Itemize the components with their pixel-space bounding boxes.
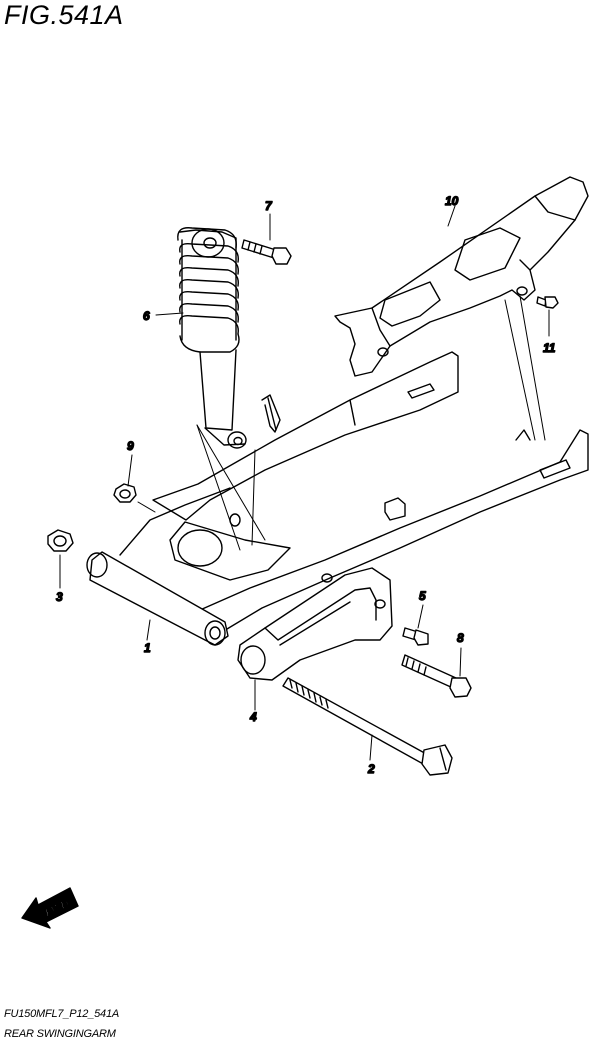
bolt-8-part[interactable] (401, 654, 472, 698)
figure-code: FU150MFL7_P12_541A (4, 1008, 120, 1020)
figure-name: REAR SWINGINGARM (4, 1028, 116, 1040)
callout-9: 9 (127, 439, 134, 453)
pivot-bolt-part[interactable] (282, 677, 453, 776)
callout-6: 6 (143, 309, 150, 323)
chain-adjuster-bracket-part[interactable] (237, 567, 393, 681)
fwd-direction-arrow-icon: FWD (21, 887, 79, 929)
assembly-leader-lines (196, 295, 546, 551)
callout-1: 1 (144, 641, 151, 655)
chain-case-part[interactable] (334, 176, 589, 377)
bolt-5-part[interactable] (402, 627, 429, 646)
callout-2: 2 (367, 762, 375, 776)
callout-3: 3 (56, 590, 63, 604)
callout-7: 7 (265, 199, 273, 213)
callout-4: 4 (249, 710, 257, 724)
nut-9-part[interactable] (113, 483, 137, 503)
bolt-11-part[interactable] (536, 296, 559, 309)
swing-arm-part[interactable] (86, 351, 589, 646)
callout-8: 8 (457, 631, 464, 645)
callout-5: 5 (419, 589, 426, 603)
figure-title: FIG.541A (4, 0, 124, 30)
callout-leaders (59, 205, 550, 761)
bolt-7-part[interactable] (241, 239, 292, 265)
callout-11: 11 (543, 341, 556, 355)
callout-10: 10 (445, 194, 459, 208)
rear-shock-absorber-part[interactable] (177, 227, 247, 449)
spring-clip-part[interactable] (261, 394, 281, 433)
nut-3-part[interactable] (47, 529, 74, 552)
